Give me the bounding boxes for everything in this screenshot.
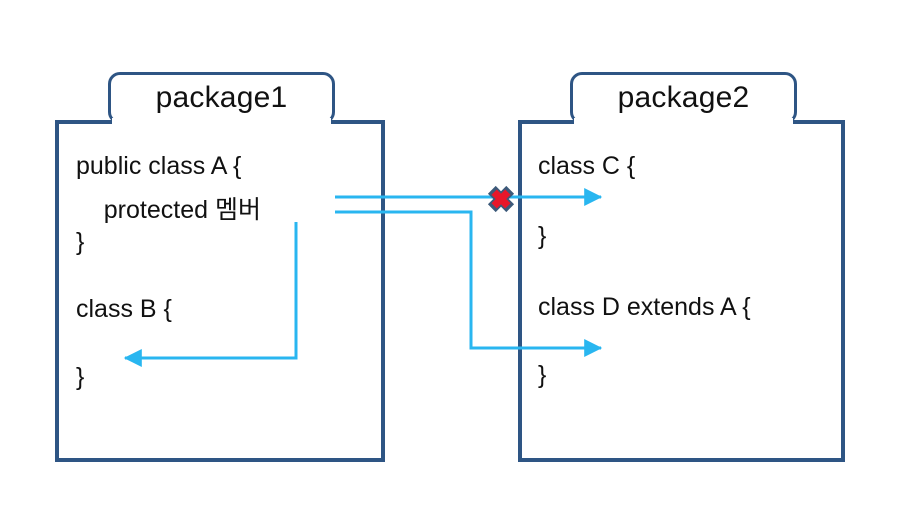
package1-tab[interactable]: package1: [108, 72, 335, 124]
package1-code-line-3: }: [76, 228, 85, 256]
package2-tab-label: package2: [617, 81, 750, 114]
package2-tab-seam-mask: [574, 118, 793, 126]
package2-code-line-2: }: [538, 222, 547, 250]
package2-code-line-3: class D extends A {: [538, 293, 751, 321]
package1-code-line-4: class B {: [76, 295, 172, 323]
package2-code-line-1: class C {: [538, 152, 636, 180]
package1-code-line-5: }: [76, 363, 85, 391]
package2-code-line-4: }: [538, 361, 547, 389]
package1-tab-label: package1: [155, 81, 288, 114]
package2-tab[interactable]: package2: [570, 72, 797, 124]
blocked-x-icon: [479, 177, 523, 221]
blocked-x-icon-svg: [487, 185, 515, 213]
package1-code-line-2: protected 멤버: [76, 196, 261, 224]
package1-code-line-1: public class A {: [76, 152, 242, 180]
package1-tab-seam-mask: [112, 118, 331, 126]
